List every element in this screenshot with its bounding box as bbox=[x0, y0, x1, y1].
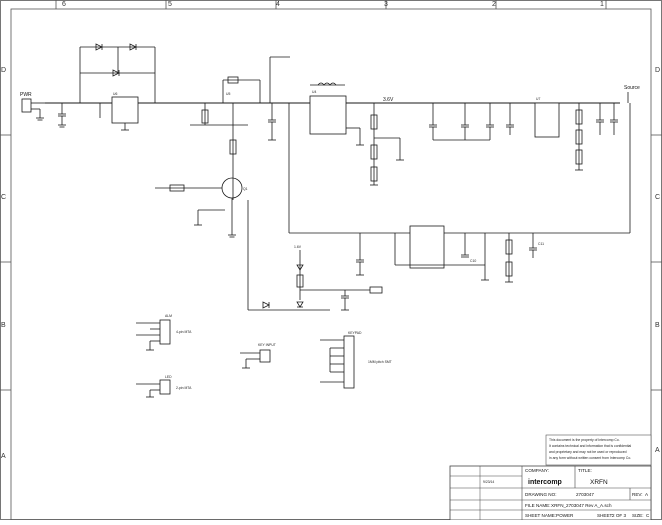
rail-3v6-label: 3.6V bbox=[383, 97, 394, 103]
c11-label: C11 bbox=[538, 242, 544, 246]
rev-value: A bbox=[645, 492, 649, 497]
u4-label: U4 bbox=[312, 90, 316, 94]
keypad-note: 1MM pitch SMT bbox=[368, 360, 392, 364]
file-name-value: XRFN_2703047 Rev A_A.sch bbox=[551, 503, 612, 508]
switch-block: U5 Q1 bbox=[155, 76, 330, 311]
title-value: XRFN bbox=[590, 479, 608, 486]
key-input-block: KEY INPUT bbox=[240, 343, 276, 369]
size-label: SIZE: bbox=[632, 513, 644, 518]
led-note: 2-pin MTA bbox=[176, 386, 192, 390]
c10-label: C10 bbox=[470, 259, 476, 263]
u4-regulator-block: U4 3.6V bbox=[268, 56, 631, 234]
company-label: COMPANY: bbox=[525, 468, 549, 473]
key-input-label: KEY INPUT bbox=[258, 343, 276, 347]
keypad-label: KEYPAD bbox=[348, 331, 362, 335]
rev-label: REV: bbox=[632, 492, 643, 497]
alm-connector-block: ALM 4-pin MTA bbox=[136, 314, 192, 351]
pwr-input-block: PWR U6 bbox=[20, 43, 285, 131]
led-label: LED bbox=[165, 375, 172, 379]
sheet-value: 2 OF 3 bbox=[612, 513, 626, 518]
title-label: TITLE: bbox=[578, 468, 592, 473]
file-name-label: FILE NAME: bbox=[525, 503, 551, 508]
lower-regulator-block: C10 C11 bbox=[356, 225, 544, 283]
notice-line-1: This document is the property of Interco… bbox=[549, 438, 620, 442]
border-col-3: 3 bbox=[384, 1, 388, 8]
border-row-d-left: D bbox=[1, 67, 6, 74]
drawing-no-value: 2703047 bbox=[576, 492, 594, 497]
notice-line-2: It contains technical and information th… bbox=[549, 444, 631, 448]
rail-1v6-block: 1.6V bbox=[262, 245, 383, 311]
border-row-c-right: C bbox=[655, 194, 660, 201]
size-value: C bbox=[646, 513, 650, 518]
u5-label: U5 bbox=[226, 92, 230, 96]
alm-note: 4-pin MTA bbox=[176, 330, 192, 334]
alm-label: ALM bbox=[165, 314, 172, 318]
notice-line-4: in any form without written consent from… bbox=[549, 456, 631, 460]
source-label: Source bbox=[624, 85, 640, 91]
u6-label: U6 bbox=[113, 92, 117, 96]
border-row-d-right: D bbox=[655, 67, 660, 74]
border-row-b-right: B bbox=[655, 322, 660, 329]
border-row-c-left: C bbox=[1, 194, 6, 201]
border-row-a-left: A bbox=[1, 453, 6, 460]
keypad-connector-block: KEYPAD 1MM pitch SMT bbox=[320, 331, 392, 389]
border-col-2: 2 bbox=[492, 1, 496, 8]
rail-caps-block bbox=[429, 103, 514, 141]
q1-label: Q1 bbox=[243, 187, 248, 191]
border-col-4: 4 bbox=[276, 1, 280, 8]
border-row-b-left: B bbox=[1, 322, 6, 329]
u7-label: U7 bbox=[536, 97, 540, 101]
border-row-a-right: A bbox=[655, 447, 660, 454]
border-col-5: 5 bbox=[168, 1, 172, 8]
notice-line-3: and proprietary and may not be used or r… bbox=[549, 450, 627, 454]
source-block: Source U7 bbox=[534, 85, 640, 171]
confidential-notice: This document is the property of Interco… bbox=[545, 434, 652, 466]
sheet-name-value: POWER bbox=[556, 513, 574, 518]
company-name: intercomp bbox=[528, 479, 562, 486]
title-block: 9/23/14 COMPANY: intercomp TITLE: XRFN D… bbox=[449, 465, 652, 521]
border-col-6: 6 bbox=[62, 1, 66, 8]
sheet-label: SHEET: bbox=[597, 513, 613, 518]
led-connector-block: LED 2-pin MTA bbox=[136, 375, 192, 398]
title-date: 9/23/14 bbox=[483, 480, 494, 484]
border-col-1: 1 bbox=[600, 1, 604, 8]
rail-1v6-label: 1.6V bbox=[294, 245, 302, 249]
pwr-label: PWR bbox=[20, 92, 32, 98]
sheet-name-label: SHEET NAME: bbox=[525, 513, 556, 518]
drawing-no-label: DRAWING NO: bbox=[525, 492, 556, 497]
